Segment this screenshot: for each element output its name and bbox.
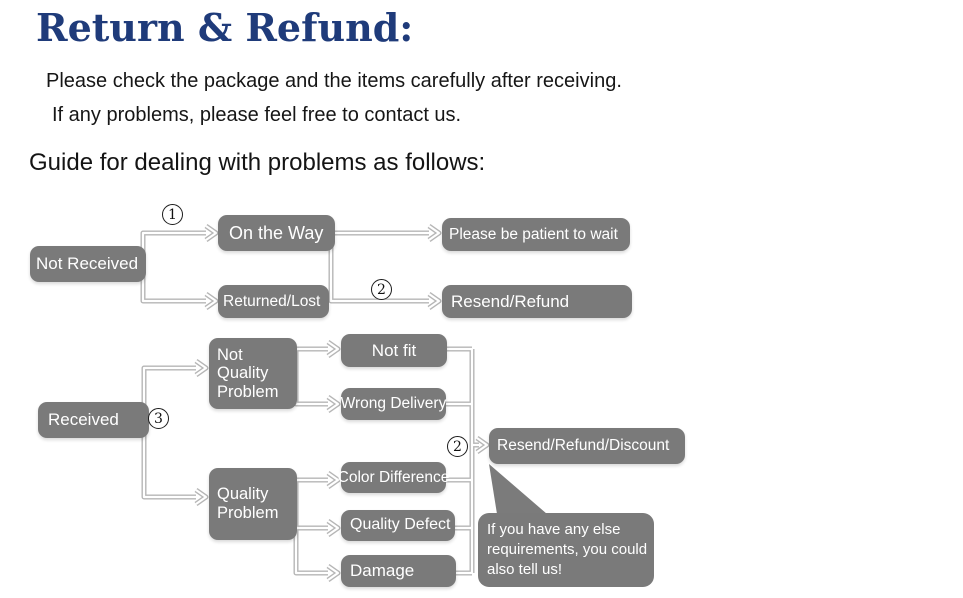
node-wrong-delivery: Wrong Delivery [341,388,446,420]
node-quality-problem: Quality Problem [209,468,297,540]
step-marker-3: 3 [148,408,169,429]
page-title: Return & Refund: [36,5,414,50]
guide-heading: Guide for dealing with problems as follo… [29,149,486,176]
intro-line-2: If any problems, please feel free to con… [52,104,462,126]
node-please-wait: Please be patient to wait [442,218,630,251]
intro-line-1: Please check the package and the items c… [46,70,622,92]
node-damage: Damage [341,555,456,587]
node-color-difference: Color Difference [338,462,449,493]
node-received: Received [38,402,149,438]
step-marker-2-bottom: 2 [447,436,468,457]
node-quality-defect: Quality Defect [341,510,455,541]
speech-bubble-note: If you have any else requirements, you c… [478,513,654,587]
speech-bubble-tail [489,464,547,514]
node-resend-refund-discount: Resend/Refund/Discount [489,428,685,464]
node-not-received: Not Received [30,246,146,282]
node-not-quality-problem: Not Quality Problem [209,338,297,409]
step-marker-1: 1 [162,204,183,225]
node-on-the-way: On the Way [218,215,335,251]
node-returned-lost: Returned/Lost [218,285,329,318]
node-resend-refund: Resend/Refund [442,285,632,318]
step-marker-2-top: 2 [371,279,392,300]
speech-bubble-text: If you have any else requirements, you c… [487,521,648,578]
node-not-fit: Not fit [341,334,447,367]
